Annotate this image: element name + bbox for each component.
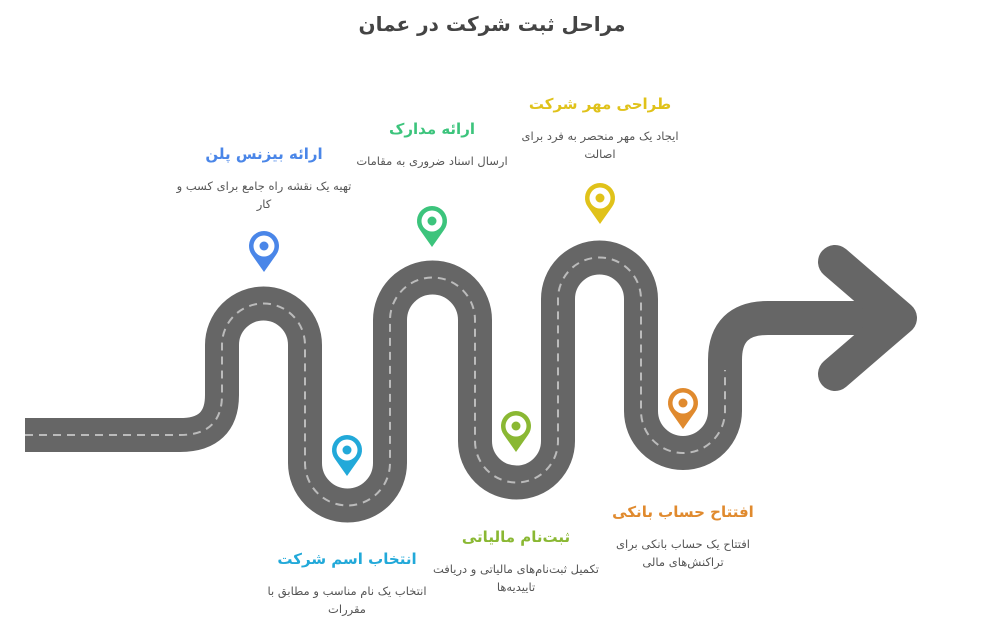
page-title: مراحل ثبت شرکت در عمان [358,12,626,36]
step-title: طراحی مهر شرکت [528,95,672,113]
step-tax-registration: ثبت‌نام مالیاتی تکمیل ثبت‌نام‌های مالیات… [426,528,606,596]
step-description: انتخاب یک نام مناسب و مطابق با مقررات [267,584,427,616]
step-company-seal: طراحی مهر شرکت ایجاد یک مهر منحصر به فرد… [510,95,690,163]
map-pin-icon [417,206,447,247]
step-business-plan: ارائه بیزنس پلن تهیه یک نقشه راه جامع بر… [174,145,354,213]
step-description: ارسال اسناد ضروری به مقامات [356,154,508,168]
step-description: تهیه یک نقشه راه جامع برای کسب و کار [176,179,352,211]
step-description: افتتاح یک حساب بانکی برای تراکنش‌های مال… [616,537,750,569]
step-description: تکمیل ثبت‌نام‌های مالیاتی و دریافت تایید… [432,562,599,594]
map-pin-icon [249,230,280,272]
step-title: ارائه مدارک [389,120,475,138]
step-company-name: انتخاب اسم شرکت انتخاب یک نام مناسب و مط… [257,550,437,618]
map-pin-icon [585,183,616,224]
step-title: ثبت‌نام مالیاتی [461,528,571,546]
step-bank-account: افتتاح حساب بانکی افتتاح یک حساب بانکی ب… [593,503,773,571]
step-description: ایجاد یک مهر منحصر به فرد برای اصالت [521,129,679,161]
map-pin-icon [668,388,699,429]
step-title: ارائه بیزنس پلن [205,145,323,163]
step-title: انتخاب اسم شرکت [277,550,417,568]
step-documents: ارائه مدارک ارسال اسناد ضروری به مقامات [342,120,522,170]
road [25,240,917,523]
map-pin-icon [501,411,531,452]
step-title: افتتاح حساب بانکی [612,503,754,521]
map-pin-icon [332,435,363,476]
